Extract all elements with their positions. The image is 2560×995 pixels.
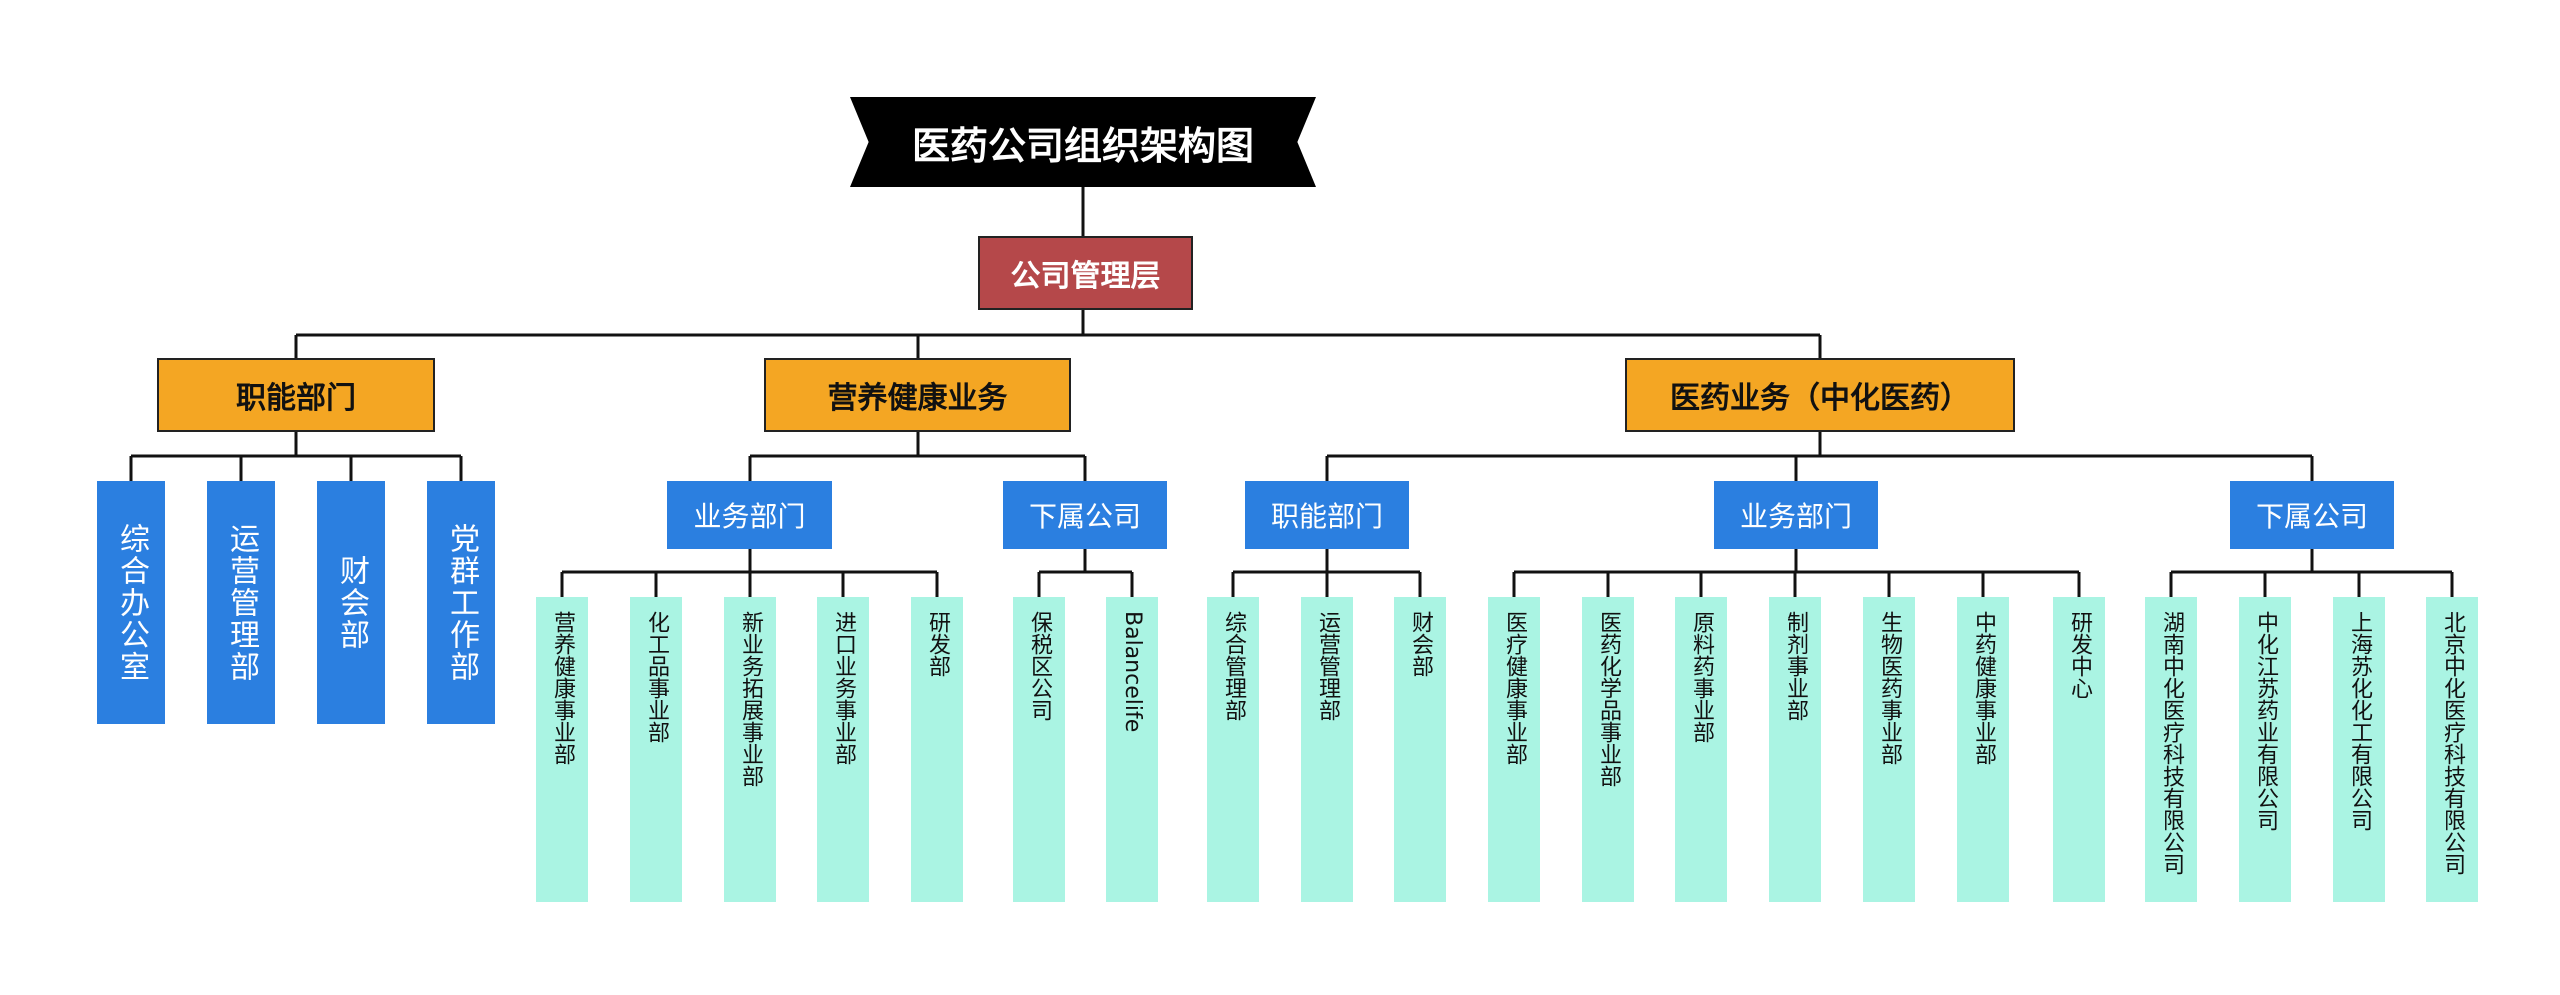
leaf-node: 湖南中化医疗科技有限公司 xyxy=(2145,597,2197,902)
leaf-node: 营养健康事业部 xyxy=(536,597,588,902)
connector xyxy=(2169,549,2454,597)
leaf-node: 综合管理部 xyxy=(1207,597,1259,902)
root-node: 公司管理层 xyxy=(978,236,1193,310)
leaf-node: 化工品事业部 xyxy=(630,597,682,902)
chart-title: 医药公司组织架构图 xyxy=(850,97,1316,187)
leaf-node: 上海苏化化工有限公司 xyxy=(2333,597,2385,902)
pharma-functional-node: 职能部门 xyxy=(1245,481,1409,549)
functional-child: 党群工作部 xyxy=(427,481,495,724)
leaf-node: 新业务拓展事业部 xyxy=(724,597,776,902)
leaf-node: 生物医药事业部 xyxy=(1863,597,1915,902)
leaf-node: 研发部 xyxy=(911,597,963,902)
nutrition-subsidiary-node: 下属公司 xyxy=(1003,481,1167,549)
leaf-node: 运营管理部 xyxy=(1301,597,1353,902)
connector xyxy=(748,432,1087,481)
connector xyxy=(129,432,463,481)
leaf-node: 进口业务事业部 xyxy=(817,597,869,902)
pharma-subsidiary-node: 下属公司 xyxy=(2230,481,2394,549)
functional-dept-node: 职能部门 xyxy=(157,358,435,432)
leaf-node: 中药健康事业部 xyxy=(1957,597,2009,902)
leaf-node: 保税区公司 xyxy=(1013,597,1065,902)
leaf-node: 医疗健康事业部 xyxy=(1488,597,1540,902)
connector xyxy=(560,549,939,597)
leaf-node: 原料药事业部 xyxy=(1675,597,1727,902)
leaf-node: 医药化学品事业部 xyxy=(1582,597,1634,902)
connector xyxy=(1325,432,2314,481)
leaf-node: 研发中心 xyxy=(2053,597,2105,902)
leaf-node: 财会部 xyxy=(1394,597,1446,902)
connector xyxy=(1037,549,1134,597)
functional-child: 财会部 xyxy=(317,481,385,724)
connector xyxy=(1231,549,1422,597)
functional-child: 运营管理部 xyxy=(207,481,275,724)
leaf-node: 北京中化医疗科技有限公司 xyxy=(2426,597,2478,902)
connector xyxy=(294,310,1822,358)
nutrition-business-dept-node: 业务部门 xyxy=(667,481,832,549)
leaf-node: Balancelife xyxy=(1106,597,1158,902)
leaf-node: 中化江苏药业有限公司 xyxy=(2239,597,2291,902)
pharma-business-dept-node: 业务部门 xyxy=(1714,481,1878,549)
nutrition-business-node: 营养健康业务 xyxy=(764,358,1071,432)
functional-child: 综合办公室 xyxy=(97,481,165,724)
leaf-node: 制剂事业部 xyxy=(1769,597,1821,902)
connector xyxy=(1512,549,2081,597)
pharma-business-node: 医药业务（中化医药） xyxy=(1625,358,2015,432)
